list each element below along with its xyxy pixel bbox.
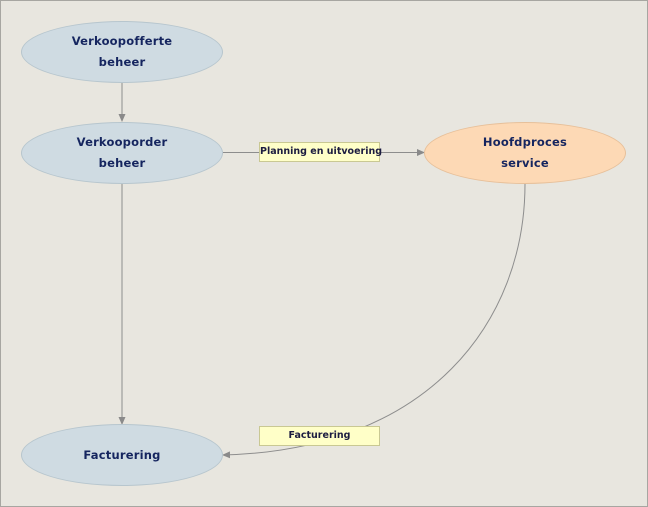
edge-label-planning-en-uitvoering[interactable]: Planning en uitvoering: [259, 142, 382, 162]
node-facturering[interactable]: Facturering: [21, 424, 223, 486]
node-verkoopofferte-beheer[interactable]: Verkoopofferte beheer: [21, 21, 223, 83]
node-hoofdproces-line1: Hoofdproces: [482, 135, 568, 149]
node-verkooporder-line1: Verkooporder: [76, 135, 168, 149]
edge-label-facturering[interactable]: Facturering: [259, 426, 380, 446]
node-verkoopofferte-line2: beheer: [98, 55, 146, 69]
node-hoofdproces-service[interactable]: Hoofdproces service: [424, 122, 626, 184]
edge-hoofdproces-to-facturering: [222, 183, 526, 459]
node-verkoopofferte-line1: Verkoopofferte: [71, 34, 173, 48]
node-hoofdproces-line2: service: [501, 156, 549, 170]
node-facturering-line1: Facturering: [83, 447, 161, 462]
node-verkooporder-line2: beheer: [98, 156, 146, 170]
node-verkooporder-beheer[interactable]: Verkooporder beheer: [21, 122, 223, 184]
